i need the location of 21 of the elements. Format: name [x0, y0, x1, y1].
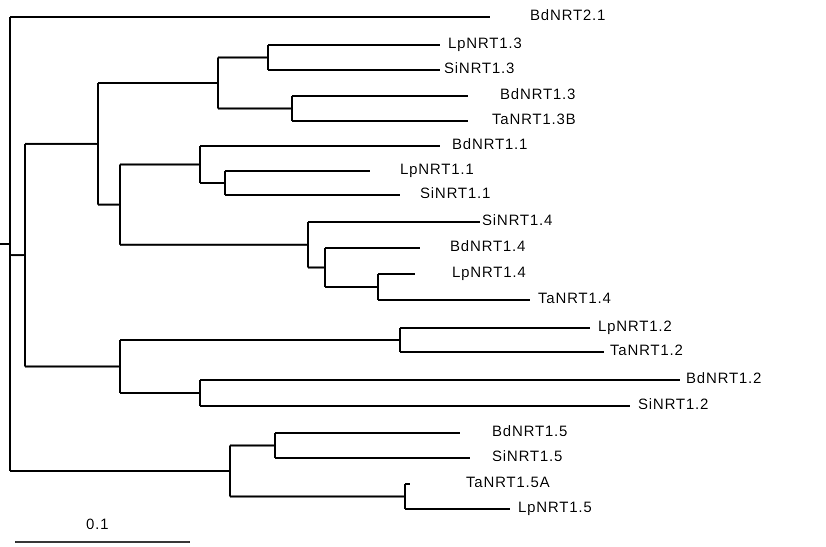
- taxon-label: LpNRT1.2: [598, 318, 672, 336]
- taxon-label: SiNRT1.3: [444, 60, 516, 78]
- taxon-label: BdNRT1.5: [492, 423, 568, 441]
- scale-label: 0.1: [86, 516, 110, 534]
- taxon-label: BdNRT2.1: [530, 7, 606, 25]
- taxon-label: TaNRT1.5A: [466, 474, 550, 492]
- taxon-label: LpNRT1.4: [452, 264, 526, 282]
- taxon-label: SiNRT1.2: [638, 396, 710, 414]
- taxon-label: LpNRT1.1: [400, 161, 474, 179]
- taxon-label: SiNRT1.1: [420, 185, 492, 203]
- taxon-label: BdNRT1.4: [450, 238, 526, 256]
- taxon-label: TaNRT1.3B: [492, 111, 576, 129]
- taxon-label: SiNRT1.4: [482, 212, 554, 230]
- taxon-label: TaNRT1.4: [538, 290, 612, 308]
- taxon-label: BdNRT1.2: [686, 370, 762, 388]
- taxon-label: SiNRT1.5: [492, 448, 564, 466]
- taxon-label: BdNRT1.1: [452, 136, 528, 154]
- taxon-label: LpNRT1.5: [518, 499, 592, 517]
- taxon-label: TaNRT1.2: [610, 342, 684, 360]
- taxon-label: LpNRT1.3: [448, 35, 522, 53]
- taxon-label: BdNRT1.3: [500, 86, 576, 104]
